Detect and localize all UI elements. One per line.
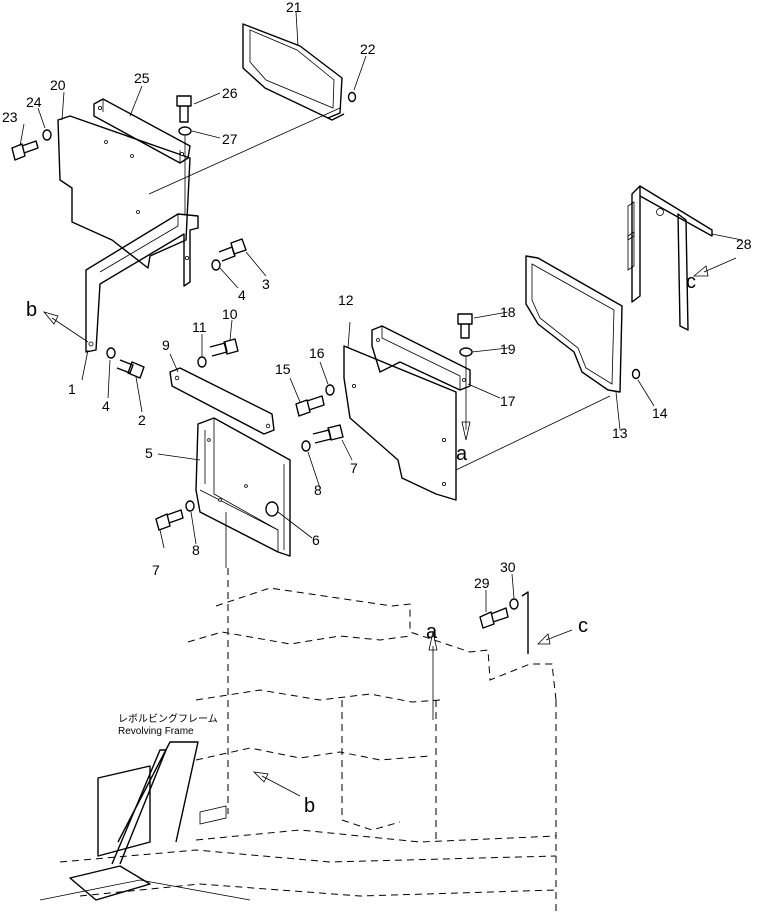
label-part-28: 28 xyxy=(736,236,752,252)
label-part-30: 30 xyxy=(500,559,516,575)
label-part-2: 2 xyxy=(138,412,146,428)
label-part-8b: 8 xyxy=(192,542,200,558)
part-18-bolt xyxy=(457,313,473,339)
part-7-bolt-right xyxy=(312,424,344,444)
label-part-20: 20 xyxy=(50,77,66,93)
label-part-23: 23 xyxy=(2,109,18,125)
revolving-frame-outline xyxy=(39,568,557,912)
ref-letter-a-upper: a xyxy=(456,443,468,465)
label-part-9: 9 xyxy=(162,337,170,353)
label-part-8a: 8 xyxy=(314,482,322,498)
part-2-bolt xyxy=(116,359,145,379)
part-9-bracket xyxy=(169,367,275,435)
part-30-washer xyxy=(509,598,519,610)
part-25-upper-bracket xyxy=(93,98,191,164)
part-23-bolt xyxy=(11,140,39,161)
label-part-27: 27 xyxy=(222,131,238,147)
part-20-side-plate xyxy=(57,115,191,269)
part-11-washer xyxy=(197,356,207,368)
label-part-10: 10 xyxy=(222,306,238,322)
ref-letter-b-upper: b xyxy=(26,299,37,321)
label-part-22: 22 xyxy=(360,41,376,57)
part-4-washer-upper xyxy=(211,259,221,271)
label-part-25: 25 xyxy=(134,70,150,86)
ref-letter-a-lower: a xyxy=(426,621,438,643)
part-28-bracket xyxy=(627,185,713,331)
part-5-cover-plate xyxy=(195,417,291,557)
part-21-gasket-cover xyxy=(242,23,345,121)
part-27-washer xyxy=(178,126,192,136)
frame-caption-japanese: レボルビングフレーム xyxy=(118,712,218,725)
part-12-side-plate xyxy=(343,345,457,501)
part-6-cap xyxy=(265,501,279,517)
part-13-gasket-cover xyxy=(525,255,623,393)
part-19-washer xyxy=(459,347,473,357)
part-10-bolt xyxy=(209,338,239,357)
part-22-o-ring xyxy=(347,91,357,103)
part-24-washer xyxy=(42,129,52,141)
label-part-24: 24 xyxy=(26,94,42,110)
label-part-3: 3 xyxy=(262,276,270,292)
part-29-bolt xyxy=(479,607,509,629)
label-part-12: 12 xyxy=(338,292,354,308)
part-26-bolt xyxy=(176,95,192,123)
label-part-11: 11 xyxy=(192,319,207,335)
label-part-18: 18 xyxy=(500,304,516,320)
part-15-bolt xyxy=(295,395,325,417)
part-30-bracket-edge xyxy=(521,591,529,654)
label-part-26: 26 xyxy=(222,85,238,101)
part-3-bolt xyxy=(218,238,247,262)
label-part-14: 14 xyxy=(652,405,668,421)
label-part-17: 17 xyxy=(500,393,516,409)
guide-lines xyxy=(19,11,743,797)
ref-letter-b-lower: b xyxy=(304,795,315,817)
part-number-labels: 1 2 3 4 4 5 6 7 7 8 8 9 10 11 12 13 14 1… xyxy=(2,0,752,591)
part-8-washer-left xyxy=(185,500,195,512)
ref-letter-c-lower: c xyxy=(578,615,588,637)
part-14-o-ring xyxy=(631,368,641,380)
label-part-6: 6 xyxy=(312,532,320,548)
part-1-bracket xyxy=(85,213,199,353)
label-part-7b: 7 xyxy=(152,562,160,578)
label-part-15: 15 xyxy=(275,361,291,377)
label-part-21: 21 xyxy=(286,0,302,15)
reference-letters: a a b b c c xyxy=(26,271,696,817)
part-16-washer xyxy=(325,384,335,396)
label-part-29: 29 xyxy=(474,575,490,591)
part-7-bolt-left xyxy=(155,509,184,531)
label-part-4a: 4 xyxy=(238,287,246,303)
label-part-1: 1 xyxy=(68,381,76,397)
label-part-19: 19 xyxy=(500,341,516,357)
label-part-16: 16 xyxy=(309,345,325,361)
part-8-washer-right xyxy=(301,440,311,452)
label-part-7a: 7 xyxy=(350,460,358,476)
part-4-washer-lower xyxy=(106,347,116,359)
label-part-4b: 4 xyxy=(102,398,110,414)
part-17-bracket xyxy=(371,325,471,391)
label-part-5: 5 xyxy=(145,445,153,461)
label-part-13: 13 xyxy=(612,425,628,441)
ref-letter-c-upper: c xyxy=(686,271,696,293)
frame-caption-english: Revolving Frame xyxy=(118,726,194,737)
